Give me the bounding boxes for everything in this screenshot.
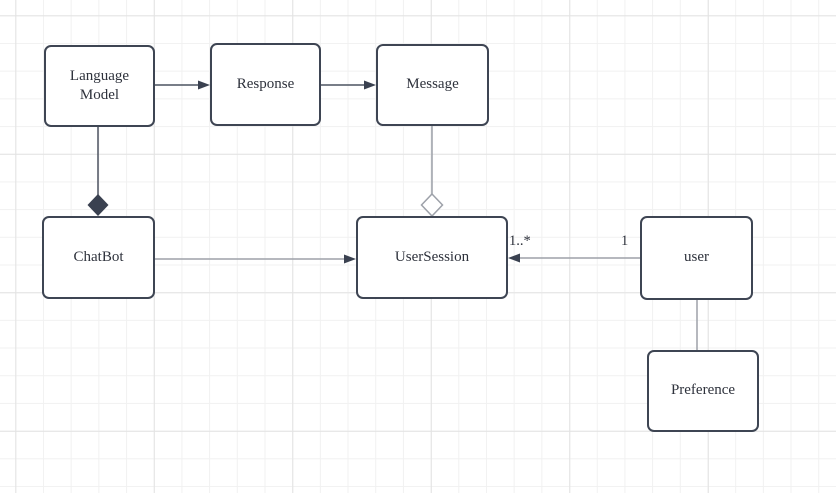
edge-languagemodel-response[interactable] [155,80,210,90]
node-label: ChatBot [73,248,124,265]
node-label: Response [236,75,295,92]
node-user[interactable]: user [640,216,753,300]
node-usersession[interactable]: UserSession [356,216,508,299]
edge-user-usersession[interactable] [508,253,640,263]
edge-chatbot-usersession[interactable] [155,254,356,264]
node-label: UserSession [394,248,470,265]
node-preference[interactable]: Preference [647,350,759,432]
edge-languagemodel-chatbot[interactable] [87,127,109,216]
hollow-diamond-icon [420,192,444,218]
filled-diamond-icon [87,194,109,216]
arrowhead-icon [364,80,376,90]
edge-message-usersession[interactable] [420,126,444,218]
arrowhead-icon [198,80,210,90]
node-response[interactable]: Response [210,43,321,126]
arrowhead-icon [344,254,356,264]
node-label: Message [406,76,459,93]
node-label: Preference [670,382,736,399]
node-label: Language Model [69,67,130,104]
edge-response-message[interactable] [321,80,376,90]
node-label: user [684,249,709,266]
node-language-model[interactable]: Language Model [44,45,155,127]
multiplicity-label-source: 1 [621,233,629,249]
node-chatbot[interactable]: ChatBot [42,216,155,299]
node-message[interactable]: Message [376,44,489,126]
multiplicity-label-target: 1..* [509,233,531,249]
arrowhead-icon [508,253,520,263]
